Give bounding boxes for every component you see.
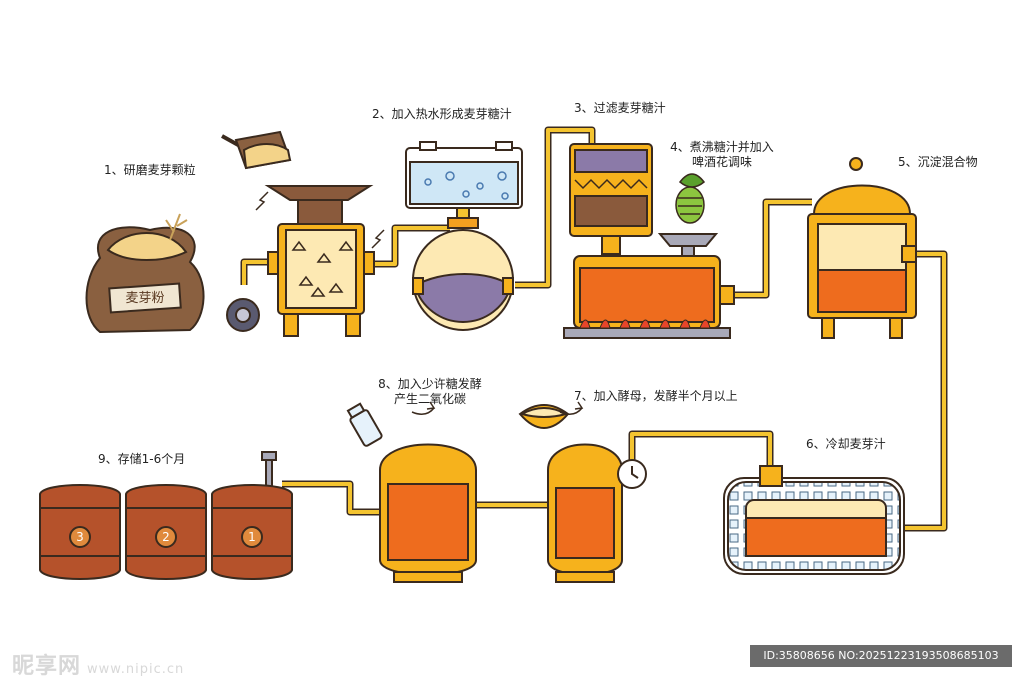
barrels — [39, 484, 293, 580]
step-8-label: 8、加入少许糖发酵 产生二氧化碳 — [370, 377, 490, 407]
hops — [675, 173, 706, 224]
step-1-label: 1、研磨麦芽颗粒 — [104, 163, 196, 177]
step-3-label: 3、过滤麦芽糖汁 — [574, 101, 666, 115]
flask-bubbles — [424, 171, 509, 200]
step-7-label: 7、加入酵母，发酵半个月以上 — [574, 389, 738, 403]
barrel-number-1: 1 — [248, 530, 256, 544]
step-8-line2: 产生二氧化碳 — [393, 392, 466, 406]
fermenter-sugar — [346, 402, 477, 583]
step-2-label: 2、加入热水形成麦芽糖汁 — [372, 107, 512, 121]
sack-label: 麦芽粉 — [125, 291, 165, 306]
fermenter-yeast — [518, 404, 647, 583]
malt-sack — [85, 213, 205, 334]
barrel-number-2: 2 — [162, 530, 170, 544]
watermark: 昵享网 www.nipic.cn — [12, 648, 184, 680]
mash-flask — [405, 141, 523, 331]
watermark-url: www.nipic.cn — [87, 662, 185, 677]
step-5-label: 5、沉淀混合物 — [898, 155, 978, 169]
scoop — [221, 130, 292, 170]
grinder — [226, 185, 385, 337]
barrel-number-3: 3 — [76, 530, 84, 544]
watermark-site: 昵享网 — [12, 653, 82, 679]
step-4-line1: 4、煮沸糖汁并加入 — [670, 140, 774, 154]
settling-tank — [807, 157, 917, 339]
step-8-line1: 8、加入少许糖发酵 — [378, 377, 482, 391]
step-4-line2: 啤酒花调味 — [691, 155, 752, 169]
lauter-filter — [569, 143, 653, 255]
step-6-label: 6、冷却麦芽汁 — [806, 437, 886, 451]
step-9-label: 9、存储1-6个月 — [98, 452, 186, 466]
kettle-flames — [579, 319, 711, 329]
wort-cooler — [723, 465, 905, 575]
boil-kettle — [563, 233, 735, 339]
step-4-label: 4、煮沸糖汁并加入 啤酒花调味 — [662, 140, 782, 170]
id-bar: ID:35808656 NO:20251223193508685103 — [750, 645, 1012, 667]
arrows — [411, 401, 584, 415]
